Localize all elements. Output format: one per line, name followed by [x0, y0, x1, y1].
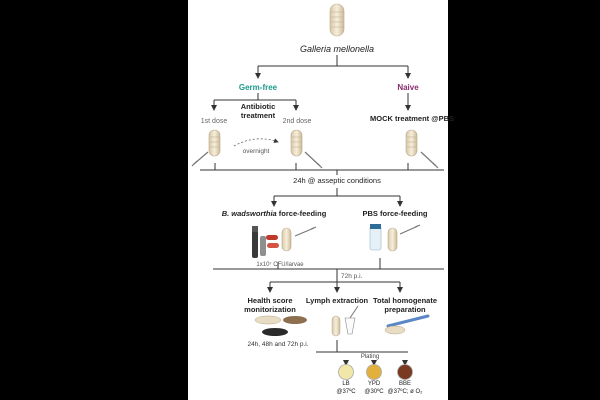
timepoint-label: 72h p.i. — [341, 273, 363, 280]
larva-icon — [387, 227, 398, 252]
syringe-icon — [304, 151, 323, 169]
organism-label: Galleria mellonella — [299, 44, 375, 54]
ypd-plate-icon — [366, 364, 382, 380]
plate-bbe-name: BBE — [398, 381, 412, 387]
bw-feeding-label: B. wadsworthia force-feeding — [222, 210, 327, 218]
larva-icon — [208, 129, 221, 157]
larva-icon — [281, 227, 292, 252]
bacterial-culture-tube-icon — [252, 226, 266, 258]
pbs-vial-icon — [369, 224, 382, 251]
syringe-icon — [294, 226, 317, 237]
lb-plate-icon — [338, 364, 354, 380]
bw-feeding-rest-label: force-feeding — [278, 209, 327, 218]
pipette-icon — [349, 305, 359, 319]
plate-bbe-condition: @37ºC; ø O₂ — [387, 389, 423, 395]
syringe-icon — [420, 151, 439, 169]
inoculum-dose-label: 1x10⁷ CFU/larvae — [256, 262, 304, 268]
plate-ypd-condition: @30ºC — [364, 389, 384, 395]
plating-connector — [316, 340, 408, 366]
syringe-icon — [399, 224, 421, 235]
larva-icon — [331, 315, 341, 337]
plating-label: Plating — [360, 354, 380, 360]
aseptic-conditions-label: 24h @ asseptic conditions — [293, 176, 381, 185]
homogenizer-icon — [384, 314, 430, 335]
antibiotic-label-line1: Antibiotic — [240, 102, 276, 111]
lymph-extraction-label: Lymph extraction — [305, 296, 369, 305]
microtube-icon — [344, 317, 356, 335]
homogenate-line2: preparation — [384, 305, 426, 314]
plate-lb-name: LB — [342, 381, 350, 387]
bbe-plate-icon — [397, 364, 413, 380]
health-score-times: 24h, 48h and 72h p.i. — [247, 341, 309, 348]
syringe-icon — [191, 151, 209, 167]
mock-treatment-label: MOCK treatment @PBS — [370, 114, 454, 123]
first-dose-label: 1st dose — [200, 118, 228, 125]
bacteria-icon — [266, 235, 279, 248]
bw-species-label: B. wadsworthia — [221, 209, 277, 218]
homogenate-line1: Total homogenate — [372, 296, 438, 305]
overnight-label: overnight — [242, 148, 270, 155]
antibiotic-label-line2: treatment — [240, 111, 276, 120]
second-dose-label: 2nd dose — [282, 118, 312, 125]
overnight-arrow — [233, 138, 279, 147]
germ-free-split-connector — [211, 93, 299, 111]
larva-icon — [290, 129, 303, 157]
top-split-connector — [255, 55, 411, 79]
timepoint-connector — [213, 258, 444, 293]
larva-icon — [405, 129, 418, 157]
pbs-feeding-label: PBS force-feeding — [362, 209, 428, 218]
merge-connector — [200, 163, 444, 207]
larva-icon — [329, 3, 345, 37]
healthy-larva-icon — [254, 315, 282, 325]
plate-lb-condition: @37ºC — [336, 389, 356, 395]
figure-panel — [188, 0, 448, 400]
melanized-larva-icon — [283, 316, 307, 324]
naive-label: Naive — [397, 83, 419, 92]
health-score-line1: Health score — [247, 296, 293, 305]
dead-larva-icon — [262, 328, 288, 336]
health-score-line2: monitorization — [244, 305, 296, 314]
germ-free-label: Germ-free — [238, 83, 278, 92]
plate-ypd-name: YPD — [367, 381, 381, 387]
